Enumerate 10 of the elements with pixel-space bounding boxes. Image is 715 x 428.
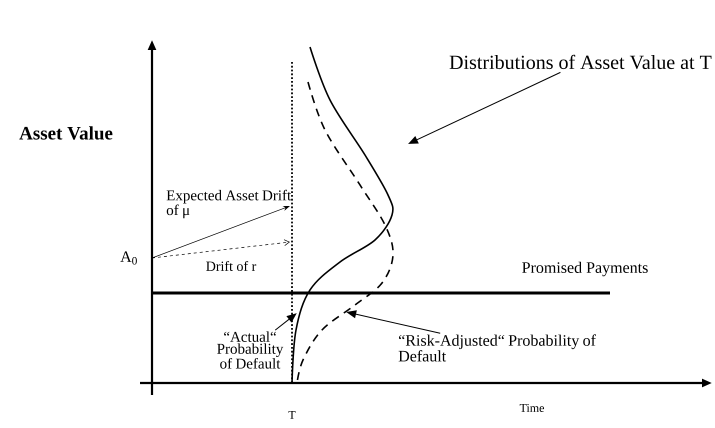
axis-tick-label: T [288, 411, 296, 419]
axis-title: Time [520, 404, 544, 412]
drift-label: Drift of r [206, 260, 256, 271]
axis-title: Asset Value [19, 126, 112, 140]
drift-label: Expected Asset Drift of μ [166, 190, 292, 218]
callout-text: “Actual“ Probability of Default [217, 331, 284, 369]
callout-text: Distributions of Asset Value at T [450, 54, 712, 70]
line-label: Promised Payments [522, 262, 648, 276]
axis-tick-label: A$_{0}$ [120, 251, 137, 265]
callout-text: “Risk-Adjusted“ Probability of Default [398, 334, 596, 362]
